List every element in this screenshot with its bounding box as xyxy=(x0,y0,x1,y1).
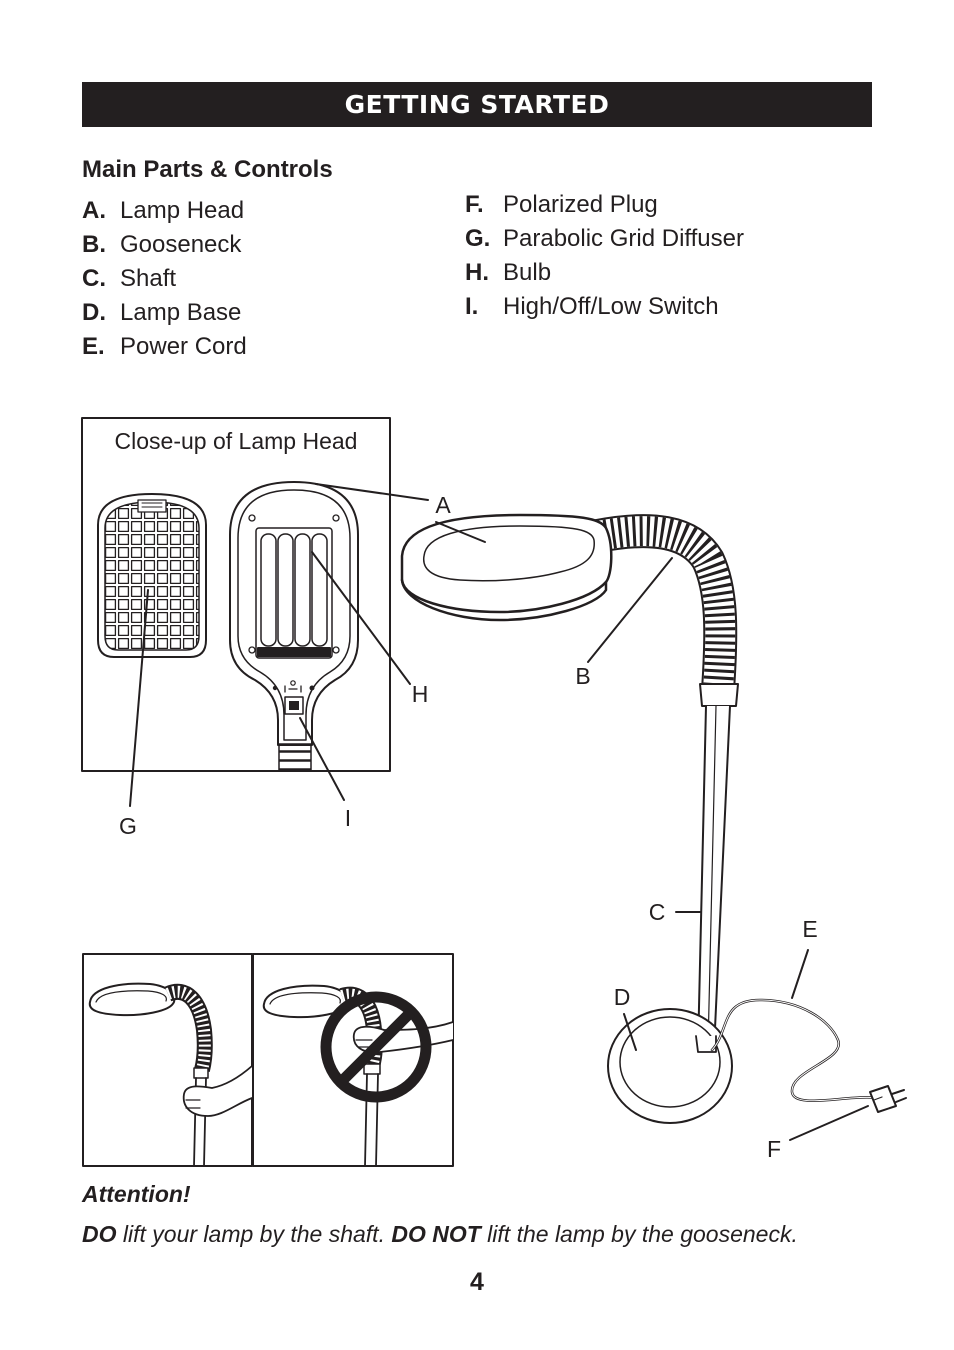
part-name: Power Cord xyxy=(120,333,247,360)
closeup-caption: Close-up of Lamp Head xyxy=(115,428,358,454)
do-not-text: lift the lamp by the gooseneck. xyxy=(480,1221,798,1247)
part-letter: B. xyxy=(82,231,106,258)
lifting-instruction: DO lift your lamp by the shaft. DO NOT l… xyxy=(82,1221,798,1248)
do-not-emphasis: DO NOT xyxy=(391,1221,481,1247)
main-parts-heading: Main Parts & Controls xyxy=(82,156,333,183)
part-letter: D. xyxy=(82,299,106,326)
callout-label-g: G xyxy=(119,813,137,839)
callout-label-e: E xyxy=(802,916,817,942)
prohibited-icon xyxy=(320,991,432,1103)
callout-label-i: I xyxy=(345,805,351,831)
part-letter: G. xyxy=(465,225,491,252)
page-number: 4 xyxy=(470,1268,484,1296)
part-name: Gooseneck xyxy=(120,231,242,258)
part-letter: A. xyxy=(82,197,106,224)
callout-label-b: B xyxy=(575,663,590,689)
part-item: I. High/Off/Low Switch xyxy=(465,290,744,324)
part-name: Shaft xyxy=(120,265,177,292)
part-letter: C. xyxy=(82,265,106,292)
part-item: F. Polarized Plug xyxy=(465,188,744,222)
part-letter: E. xyxy=(82,333,105,360)
lift-correct-panel xyxy=(82,953,253,1167)
part-name: Parabolic Grid Diffuser xyxy=(503,225,744,252)
part-item: C. Shaft xyxy=(82,262,247,296)
part-item: D. Lamp Base xyxy=(82,296,247,330)
callout-label-a: A xyxy=(435,492,451,518)
callout-label-d: D xyxy=(614,984,631,1010)
closeup-panel: Close-up of Lamp Head xyxy=(81,417,391,772)
parts-list-left: A. Lamp Head B. Gooseneck C. Shaft D. Lamp B… xyxy=(82,194,247,364)
do-emphasis: DO xyxy=(82,1221,117,1247)
lift-incorrect-panel xyxy=(252,953,454,1167)
section-banner: GETTING STARTED xyxy=(82,82,872,127)
do-text: lift your lamp by the shaft. xyxy=(116,1221,392,1247)
part-item: B. Gooseneck xyxy=(82,228,247,262)
grid-diffuser-drawing xyxy=(97,493,207,658)
parts-list-right: F. Polarized Plug G. Parabolic Grid Diffus… xyxy=(465,188,744,324)
attention-heading: Attention! xyxy=(82,1181,191,1207)
part-name: Lamp Head xyxy=(120,197,245,224)
part-name: Lamp Base xyxy=(120,299,242,326)
part-item: E. Power Cord xyxy=(82,330,247,364)
part-item: A. Lamp Head xyxy=(82,194,247,228)
callout-label-h: H xyxy=(412,681,429,707)
callout-lines xyxy=(129,483,869,1141)
callout-label-c: C xyxy=(649,899,666,925)
part-letter: I. xyxy=(465,293,479,320)
lamp-head-back-drawing xyxy=(229,481,359,771)
closeup-frame xyxy=(81,417,391,772)
part-item: G. Parabolic Grid Diffuser xyxy=(465,222,744,256)
part-letter: F. xyxy=(465,191,484,218)
callout-label-f: F xyxy=(767,1136,781,1162)
callout-labels: A B C D E F G H I xyxy=(119,492,818,1162)
part-name: Bulb xyxy=(503,259,552,286)
part-name: Polarized Plug xyxy=(503,191,658,218)
part-name: High/Off/Low Switch xyxy=(503,293,719,320)
floor-lamp-drawing xyxy=(400,513,907,1124)
part-item: H. Bulb xyxy=(465,256,744,290)
part-letter: H. xyxy=(465,259,489,286)
